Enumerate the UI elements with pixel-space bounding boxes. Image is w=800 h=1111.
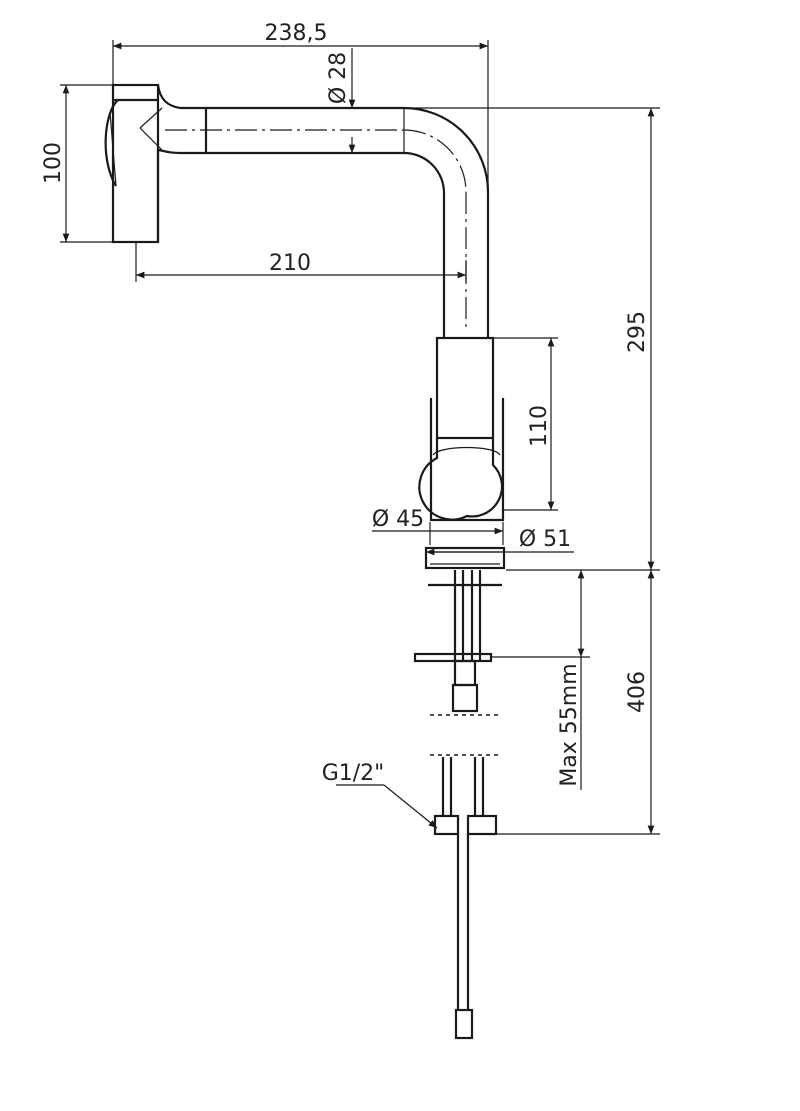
dim-overall-width: 238,5 (112, 21, 489, 330)
dim-spout-diameter-label: Ø 28 (326, 52, 351, 104)
mounting-hardware (413, 570, 502, 756)
spray-head (104, 83, 181, 244)
dim-spout-reach: 210 (135, 242, 467, 282)
dim-max-counter-thickness: Max 55mm (492, 570, 590, 790)
dim-handle-height: 110 (493, 337, 558, 511)
dim-thread-size-label: G1/2" (322, 761, 385, 786)
dim-thread-size: G1/2" (322, 761, 438, 829)
dim-handle-height-label: 110 (527, 405, 552, 447)
dim-base-diameter-outer: Ø 51 (426, 527, 574, 556)
base-flange (424, 546, 506, 587)
dim-spout-diameter: Ø 28 (326, 48, 356, 153)
dim-head-height: 100 (41, 84, 113, 243)
dim-below-counter-label: 406 (625, 671, 650, 713)
dim-spout-reach-label: 210 (269, 251, 311, 276)
dim-below-counter: 406 (497, 570, 660, 835)
dim-base-diameter-inner-label: Ø 45 (372, 507, 424, 532)
dim-overall-width-label: 238,5 (265, 21, 328, 46)
dim-overall-height-label: 295 (625, 311, 650, 353)
mixer-body (418, 336, 505, 522)
dim-base-diameter-outer-label: Ø 51 (519, 527, 571, 552)
dim-base-diameter-inner: Ø 45 (372, 507, 504, 545)
dim-head-height-label: 100 (41, 142, 66, 184)
dim-max-counter-thickness-label: Max 55mm (557, 663, 582, 786)
supply-hoses (433, 757, 498, 1040)
spout-pipe (165, 106, 490, 338)
